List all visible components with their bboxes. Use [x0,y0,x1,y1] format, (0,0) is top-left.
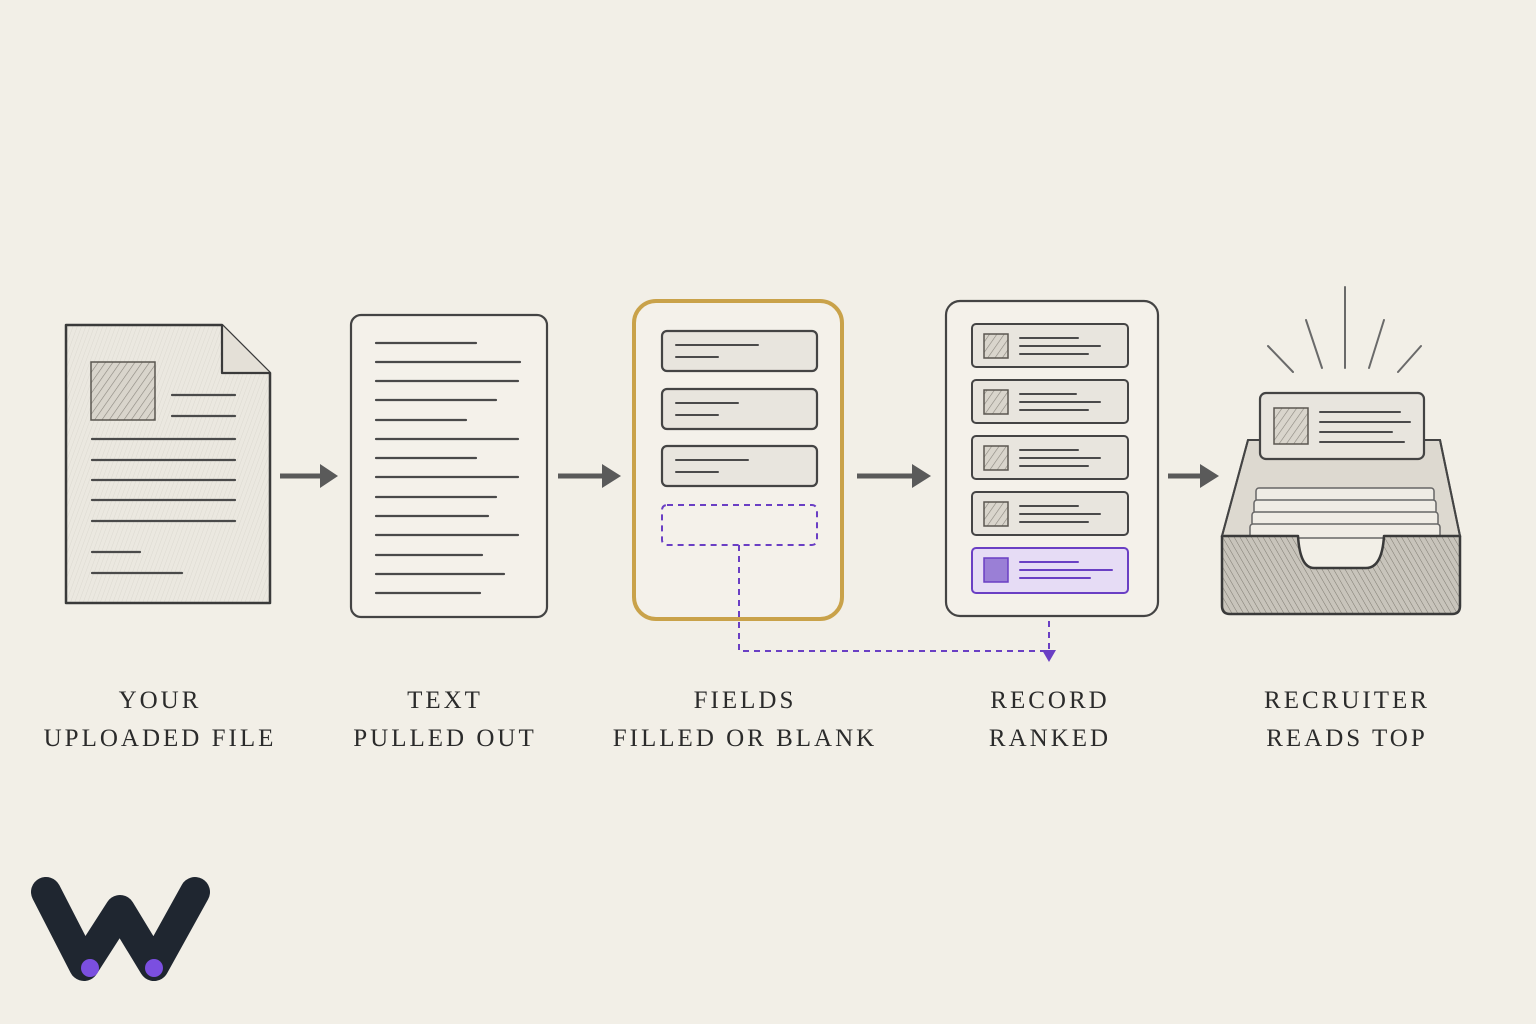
inbox-tray-icon [1220,286,1462,616]
step-label-recruiter: RECRUITER READS TOP [1197,682,1497,758]
blank-field-connector [738,545,1056,662]
step-label-line2: READS TOP [1266,725,1428,752]
step-label-line1: RECRUITER [1264,687,1430,714]
step-label-line2: RANKED [988,725,1112,752]
step-label-uploaded-file: YOUR UPLOADED FILE [10,682,310,758]
arrow-right-icon [280,464,338,488]
step-label-line1: FIELDS [693,687,797,714]
step-label-text-pulled-out: TEXT PULLED OUT [295,682,595,758]
w-logo-icon [31,877,210,981]
arrow-right-icon [1168,464,1219,488]
document-icon [64,323,272,605]
step-label-line2: PULLED OUT [353,725,537,752]
step-label-line1: TEXT [407,687,483,714]
form-fields-icon [632,299,844,621]
step-label-line1: RECORD [990,687,1110,714]
arrow-right-icon [857,464,931,488]
text-page-icon [349,313,549,619]
step-label-record-ranked: RECORD RANKED [900,682,1200,758]
step-label-fields: FIELDS FILLED OR BLANK [595,682,895,758]
step-label-line2: UPLOADED FILE [43,725,277,752]
step-label-line2: FILLED OR BLANK [612,725,878,752]
highlight-rays [1267,286,1422,373]
arrow-right-icon [558,464,621,488]
step-label-line1: YOUR [118,687,202,714]
ranked-list-icon [944,299,1160,618]
